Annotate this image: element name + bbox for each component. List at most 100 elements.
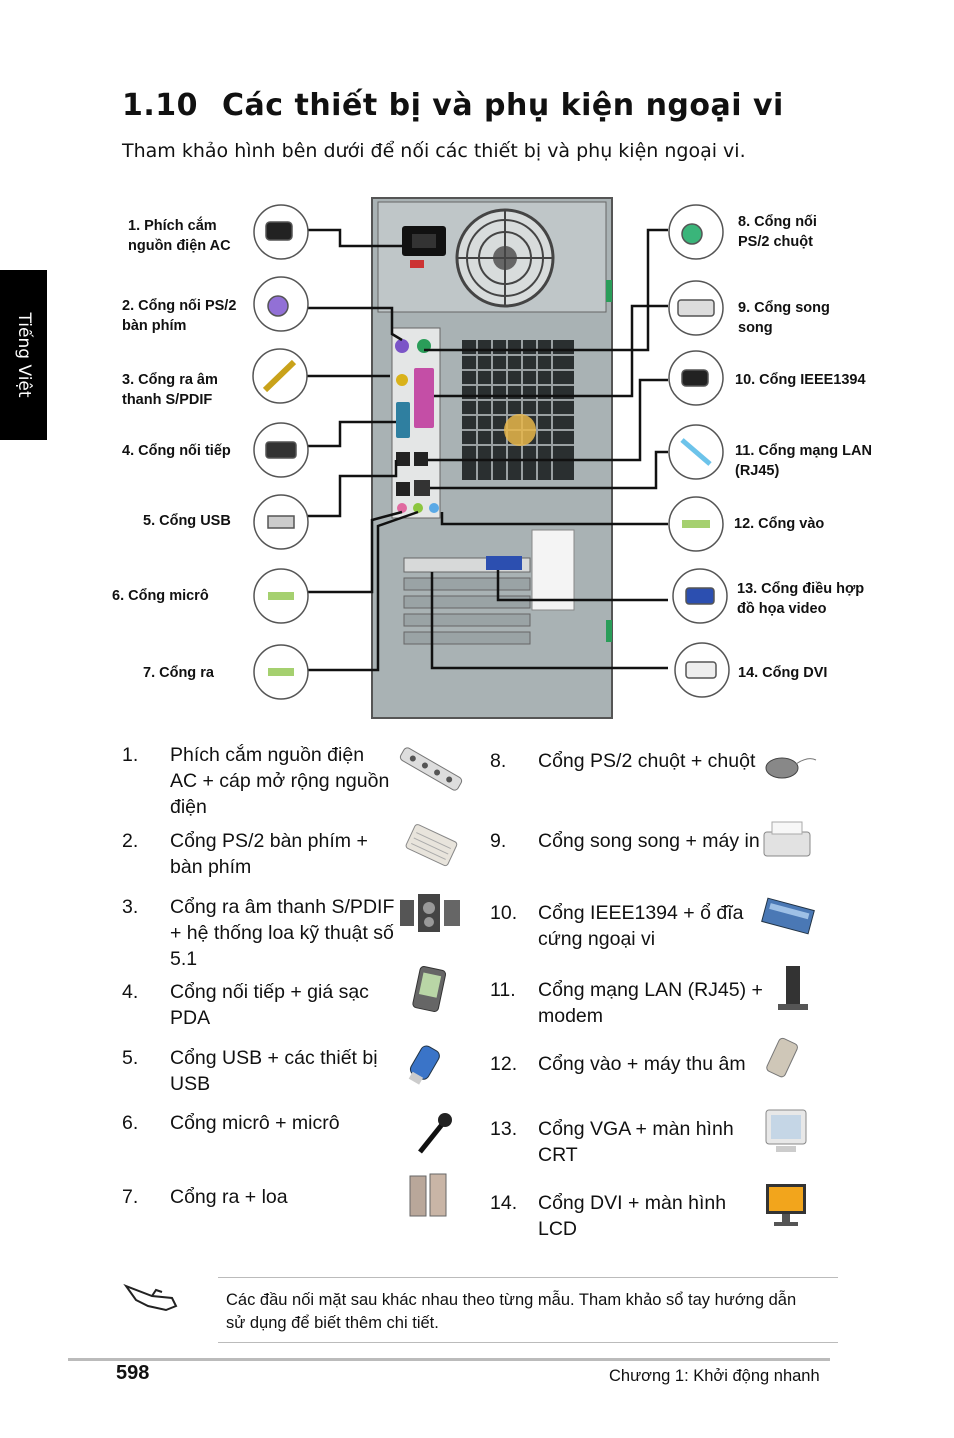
list-item: 11. Cổng mạng LAN (RJ45) +modem [490, 977, 770, 1033]
speakers-icon [400, 894, 460, 932]
list-number: 13. [490, 1118, 518, 1140]
list-text: Cổng micrô + micrô [170, 1112, 340, 1134]
parallel-port [414, 368, 434, 428]
label-ac-power: 1. Phích cắm nguồn điện AC [128, 216, 231, 256]
list-number: 9. [490, 830, 507, 852]
list-item: 12. Cổng vào + máy thu âm [490, 1051, 770, 1081]
ps2-keyboard-port [395, 339, 409, 353]
label-line: 9. Cổng song [738, 300, 830, 316]
label-line: bàn phím [122, 318, 187, 334]
label-line: song [738, 320, 773, 336]
page-number: 598 [116, 1362, 150, 1384]
list-item: 2. Cổng PS/2 bàn phím +bàn phím [122, 828, 412, 884]
line-out-jack [413, 503, 423, 513]
list-text: Cổng song song + máy in [538, 830, 760, 852]
product-label [531, 529, 575, 611]
label-line: nguồn điện AC [128, 238, 231, 254]
list-number: 8. [490, 750, 507, 772]
case-vent [462, 340, 574, 480]
label-line: 13. Cổng điều hợp [737, 581, 865, 597]
line-in-jack [429, 503, 439, 513]
keyboard-icon [405, 824, 458, 867]
chapter-title: Chương 1: Khởi động nhanh [609, 1367, 820, 1385]
mic-jack [397, 503, 407, 513]
list-number: 12. [490, 1053, 518, 1075]
label-parallel: 9. Cổng song song [738, 298, 830, 338]
lan-port [414, 480, 430, 496]
vga-port [486, 556, 522, 570]
label-serial: 4. Cổng nối tiếp [122, 443, 231, 459]
mouse-icon [765, 757, 817, 779]
label-ps2-keyboard: 2. Cổng nối PS/2 bàn phím [122, 296, 236, 336]
label-line: 8. Cổng nối [738, 214, 817, 230]
list-item: 9. Cổng song song + máy in [490, 828, 770, 858]
list-number: 10. [490, 902, 518, 924]
list-number: 5. [122, 1047, 139, 1069]
list-number: 4. [122, 981, 139, 1003]
section-title: 1.10 Các thiết bị và phụ kiện ngoại vi [122, 88, 784, 123]
power-strip-icon [399, 747, 463, 791]
label-line: đồ họa video [737, 601, 827, 617]
label-line: 11. Cổng mạng LAN [735, 443, 872, 459]
note-box: Các đầu nối mặt sau khác nhau theo từng … [218, 1277, 838, 1343]
note-text: Các đầu nối mặt sau khác nhau theo từng … [226, 1289, 831, 1335]
external-drive-icon [761, 897, 815, 935]
intro-text: Tham khảo hình bên dưới để nối các thiết… [122, 140, 746, 162]
label-line: 3. Cổng ra âm [122, 372, 218, 388]
list-text: Cổng PS/2 chuột + chuột [538, 750, 756, 772]
list-number: 3. [122, 896, 139, 918]
printer-icon [763, 821, 811, 857]
list-text: Cổng vào + máy thu âm [538, 1053, 746, 1075]
list-text: Cổng ra âm thanh S/PDIF+ hệ thống loa kỹ… [170, 896, 395, 970]
label-line: PS/2 chuột [738, 234, 813, 250]
label-ieee1394: 10. Cổng IEEE1394 [735, 372, 866, 388]
label-line: 1. Phích cắm [128, 218, 217, 234]
label-ps2-mouse: 8. Cổng nối PS/2 chuột [738, 212, 817, 252]
rear-panel-figure: 1. Phích cắm nguồn điện AC 2. Cổng nối P… [0, 190, 954, 730]
label-line: (RJ45) [735, 463, 780, 479]
label-lan: 11. Cổng mạng LAN (RJ45) [735, 441, 872, 481]
label-dvi: 14. Cổng DVI [738, 665, 828, 681]
footer-divider [68, 1358, 830, 1361]
section-heading: Các thiết bị và phụ kiện ngoại vi [222, 88, 784, 123]
label-mic: 6. Cổng micrô [112, 588, 209, 604]
list-number: 14. [490, 1192, 518, 1214]
label-line: 2. Cổng nối PS/2 [122, 298, 237, 314]
list-text: Cổng PS/2 bàn phím +bàn phím [170, 830, 368, 878]
list-text: Cổng mạng LAN (RJ45) +modem [538, 979, 763, 1027]
list-number: 2. [122, 830, 139, 852]
label-usb: 5. Cổng USB [143, 513, 231, 529]
label-line: thanh S/PDIF [122, 392, 213, 408]
list-item: 7. Cổng ra + loa [122, 1184, 412, 1214]
list-number: 11. [490, 979, 516, 1001]
list-number: 7. [122, 1186, 139, 1208]
usb-port-2 [396, 482, 410, 496]
language-tab: Tiếng Việt [0, 270, 47, 440]
pda-icon [412, 966, 447, 1013]
list-item: 6. Cổng micrô + micrô [122, 1110, 412, 1140]
microphone-icon [418, 1113, 452, 1154]
label-line-in: 12. Cổng vào [734, 516, 825, 532]
serial-port [396, 402, 410, 438]
lcd-monitor-icon [766, 1184, 806, 1226]
speaker-icon [409, 1173, 447, 1217]
list-number: 1. [122, 744, 139, 766]
note-line: sử dụng để biết thêm chi tiết. [226, 1314, 439, 1332]
crt-monitor-icon [765, 1109, 807, 1152]
list-item: 3. Cổng ra âm thanh S/PDIF+ hệ thống loa… [122, 894, 412, 974]
section-number: 1.10 [122, 88, 199, 123]
ieee1394-port [414, 452, 428, 466]
pointing-hand-icon [123, 1283, 178, 1312]
note-line: Các đầu nối mặt sau khác nhau theo từng … [226, 1291, 797, 1309]
